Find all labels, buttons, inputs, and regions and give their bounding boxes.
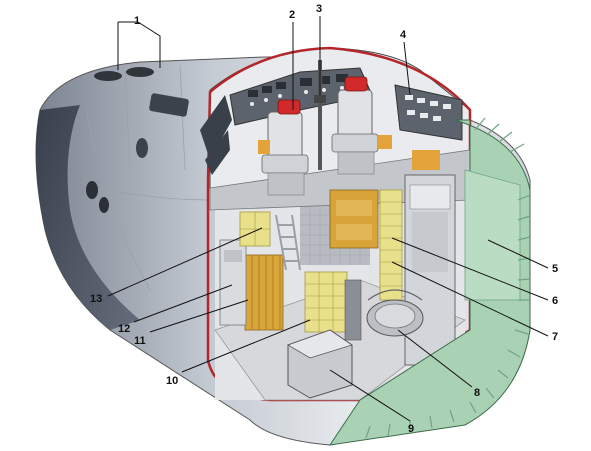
storage-compartment-orange xyxy=(329,189,379,249)
sleep-station-curtain xyxy=(244,254,284,331)
waste-management-box xyxy=(287,329,353,399)
callout-5: 5 xyxy=(552,263,558,275)
callout-labels: 1 2 3 4 5 6 7 8 9 10 11 12 13 xyxy=(90,3,558,435)
airlock xyxy=(404,174,456,366)
mid-deck-locker-stack xyxy=(304,271,362,341)
overhead-storage-yellow xyxy=(239,211,271,247)
callout-1: 1 xyxy=(134,15,140,27)
forward-avionics-lockers xyxy=(379,189,403,301)
callout-2: 2 xyxy=(289,9,295,21)
overhead-window-left xyxy=(94,71,122,81)
callout-9: 9 xyxy=(408,423,414,435)
callout-8: 8 xyxy=(474,387,480,399)
interdeck-ladder xyxy=(275,214,301,271)
flight-deck-instrument-panels xyxy=(200,67,463,175)
aft-bulkhead xyxy=(328,117,531,446)
callout-3: 3 xyxy=(316,3,322,15)
flight-control-column xyxy=(314,60,326,170)
galley-panel xyxy=(219,239,247,326)
callout-leaders xyxy=(107,16,549,422)
floor-hatch-ring xyxy=(366,289,424,337)
commander-seat xyxy=(261,99,309,196)
callout-13: 13 xyxy=(90,293,102,305)
callout-12: 12 xyxy=(118,323,130,335)
callout-7: 7 xyxy=(552,331,558,343)
overhead-window-right xyxy=(126,67,154,77)
callout-4: 4 xyxy=(400,29,407,41)
callout-11: 11 xyxy=(134,335,146,347)
callout-10: 10 xyxy=(166,375,178,387)
pilot-seat xyxy=(331,76,379,175)
callout-6: 6 xyxy=(552,295,558,307)
